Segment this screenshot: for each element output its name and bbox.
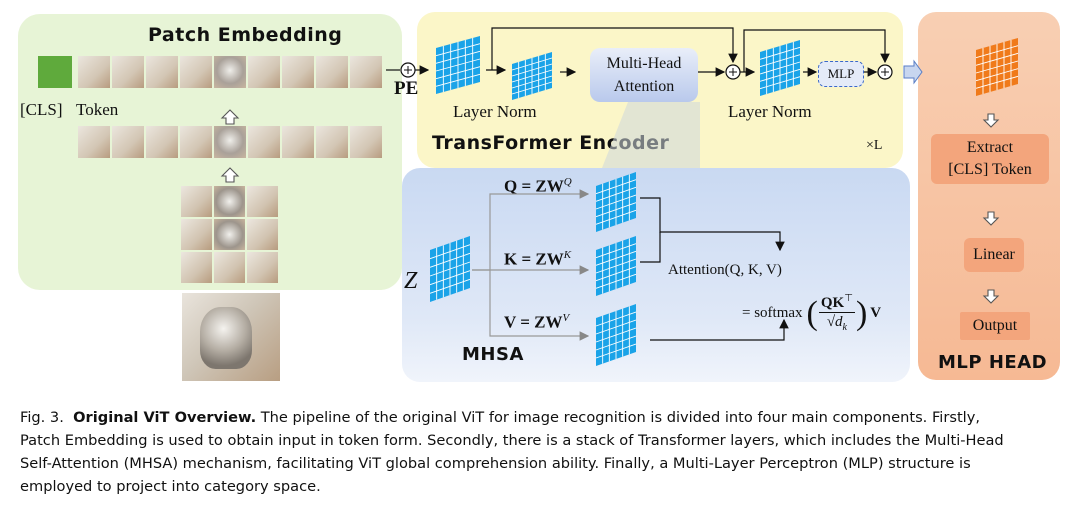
open-paren: ( bbox=[806, 294, 818, 332]
fraction-denominator: √dk bbox=[827, 313, 847, 337]
image-patch bbox=[214, 56, 246, 88]
softmax-text: = softmax bbox=[742, 305, 803, 321]
image-patch bbox=[112, 56, 144, 88]
image-patch bbox=[350, 126, 382, 158]
z-grid bbox=[429, 236, 471, 302]
numerator-sup: ⊤ bbox=[844, 293, 853, 304]
image-patch bbox=[350, 56, 382, 88]
image-patch bbox=[282, 56, 314, 88]
image-grid-patch bbox=[247, 252, 278, 283]
extract-cls-box: Extract [CLS] Token bbox=[931, 134, 1049, 184]
cls-token-square bbox=[38, 56, 72, 88]
k-grid bbox=[595, 236, 637, 296]
image-patch bbox=[180, 126, 212, 158]
repeat-label: ×L bbox=[866, 138, 883, 153]
softmax-formula: = softmax ( QK⊤ √dk ) V bbox=[742, 290, 881, 337]
fraction: QK⊤ √dk bbox=[818, 290, 855, 337]
layer-norm-1-grid bbox=[511, 52, 553, 100]
multi-head-attention-box: Multi-Head Attention bbox=[590, 48, 698, 102]
caption-line-4: employed to project into category space. bbox=[20, 478, 321, 495]
v-mid: = ZW bbox=[515, 312, 563, 332]
v-equation: V = ZWV bbox=[504, 312, 569, 333]
mlp-box: MLP bbox=[818, 61, 864, 87]
caption-bold: Original ViT Overview. bbox=[73, 409, 257, 426]
embedding-grid bbox=[435, 36, 481, 94]
image-patch bbox=[180, 56, 212, 88]
extract-line2: [CLS] Token bbox=[948, 161, 1032, 178]
attention-formula: Attention(Q, K, V) bbox=[668, 262, 782, 278]
q-sup: Q bbox=[563, 176, 572, 188]
image-patch bbox=[214, 126, 246, 158]
image-patch bbox=[282, 126, 314, 158]
mha-line2: Attention bbox=[613, 78, 675, 95]
image-grid-patch bbox=[181, 252, 212, 283]
image-patch bbox=[112, 126, 144, 158]
mlp-head-grid bbox=[975, 38, 1019, 96]
input-image bbox=[182, 293, 280, 381]
image-patch bbox=[146, 126, 178, 158]
image-grid-patch bbox=[214, 186, 245, 217]
q-equation: Q = ZWQ bbox=[504, 176, 572, 197]
image-patch bbox=[78, 126, 110, 158]
image-patch bbox=[316, 56, 348, 88]
caption-prefix: Fig. 3. bbox=[20, 409, 64, 426]
v-grid bbox=[595, 304, 637, 366]
layer-norm-2-label: Layer Norm bbox=[728, 102, 812, 121]
token-label: Token bbox=[76, 100, 119, 119]
image-grid-patch bbox=[247, 219, 278, 250]
image-grid-patch bbox=[214, 219, 245, 250]
k-equation: K = ZWK bbox=[504, 249, 571, 270]
q-left: Q bbox=[504, 176, 518, 196]
image-grid-patch bbox=[181, 219, 212, 250]
mhsa-panel bbox=[402, 168, 910, 382]
patch-embedding-title: Patch Embedding bbox=[148, 24, 343, 46]
image-grid-patch bbox=[214, 252, 245, 283]
figure-caption: Fig. 3. Original ViT Overview. The pipel… bbox=[20, 406, 1066, 498]
caption-line1-text: The pipeline of the original ViT for ima… bbox=[260, 409, 980, 426]
cls-label: [CLS] bbox=[20, 100, 63, 119]
image-patch bbox=[248, 126, 280, 158]
q-grid bbox=[595, 172, 637, 232]
caption-line-3: Self-Attention (MHSA) mechanism, facilit… bbox=[20, 455, 971, 472]
fraction-numerator: QK⊤ bbox=[818, 290, 855, 313]
numerator-text: QK bbox=[820, 295, 845, 311]
pe-label: PE bbox=[394, 78, 419, 99]
mlp-head-title: MLP HEAD bbox=[938, 352, 1048, 373]
q-mid: = ZW bbox=[517, 176, 564, 196]
k-mid: = ZW bbox=[517, 249, 564, 269]
v-sup: V bbox=[562, 312, 570, 324]
v-left: V bbox=[504, 312, 516, 332]
transformer-encoder-title: TransFormer Encoder bbox=[432, 132, 670, 154]
denominator-text: √d bbox=[826, 314, 843, 330]
output-box: Output bbox=[960, 312, 1030, 340]
layer-norm-2-grid bbox=[759, 40, 801, 96]
caption-line-2: Patch Embedding is used to obtain input … bbox=[20, 432, 1004, 449]
denominator-sub: k bbox=[842, 322, 847, 333]
k-left: K bbox=[504, 249, 518, 269]
tail-v: V bbox=[870, 305, 882, 321]
linear-box: Linear bbox=[964, 238, 1024, 272]
mha-line1: Multi-Head bbox=[606, 55, 682, 72]
mhsa-title: MHSA bbox=[462, 344, 524, 365]
close-paren: ) bbox=[855, 294, 868, 332]
z-label: Z bbox=[404, 268, 418, 294]
image-patch bbox=[316, 126, 348, 158]
image-patch bbox=[146, 56, 178, 88]
image-patch bbox=[248, 56, 280, 88]
image-grid-patch bbox=[181, 186, 212, 217]
image-grid-patch bbox=[247, 186, 278, 217]
diagram-connectors bbox=[220, 27, 1019, 366]
layer-norm-1-label: Layer Norm bbox=[453, 102, 537, 121]
caption-line-1: Fig. 3. Original ViT Overview. The pipel… bbox=[20, 406, 1066, 429]
image-patch bbox=[78, 56, 110, 88]
extract-line1: Extract bbox=[966, 139, 1014, 156]
k-sup: K bbox=[563, 249, 572, 261]
